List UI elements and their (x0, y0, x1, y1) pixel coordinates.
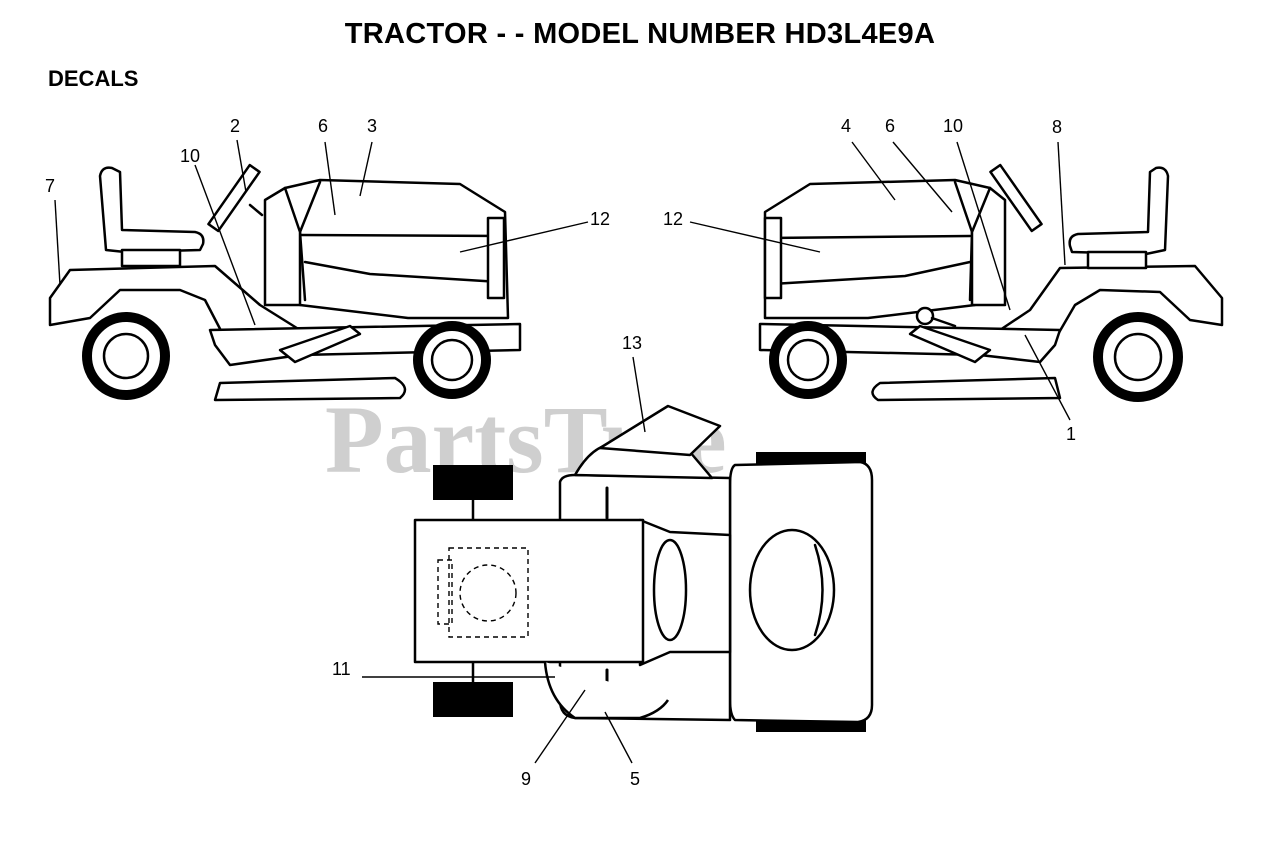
callout-4: 4 (841, 116, 851, 136)
seat-base (120, 248, 182, 268)
callout-9: 9 (521, 769, 531, 789)
callout-6: 6 (318, 116, 328, 136)
callout-10-right: 10 (943, 116, 963, 136)
callout-13: 13 (622, 333, 642, 353)
grille-oval-inner (813, 543, 824, 637)
rear-tire-top (433, 465, 513, 500)
front-tire-top (756, 452, 866, 464)
grille-oval (748, 528, 836, 652)
mower-deck (213, 376, 407, 402)
foot-pedal-right (908, 324, 992, 364)
diagram-title: TRACTOR - - MODEL NUMBER HD3L4E9A (344, 18, 936, 50)
hood-right (763, 178, 992, 320)
callout-12-right: 12 (663, 209, 683, 229)
seat-base-right (1086, 250, 1148, 270)
hood-panel-line (298, 233, 507, 238)
callout-6-right: 6 (885, 116, 895, 136)
steering-wheel (207, 163, 261, 233)
callout-10: 10 (180, 146, 200, 166)
seat-outline-dashed-2 (437, 559, 453, 625)
seat-circle-dashed (459, 564, 517, 622)
front-wheel-right-inner (786, 338, 830, 382)
callout-5: 5 (630, 769, 640, 789)
rear-wheel-inner (102, 332, 150, 380)
lever-knob (915, 306, 935, 326)
console-oval (652, 538, 688, 642)
callout-7: 7 (45, 176, 55, 196)
headlight-panel-right (763, 216, 783, 300)
seat-outline-dashed (448, 547, 529, 638)
callout-11: 11 (332, 659, 351, 679)
hood-panel-line-right (766, 234, 972, 240)
tractor-right-side-view (689, 141, 1224, 421)
headlight-panel (486, 216, 506, 300)
right-leader-lines (689, 141, 1071, 421)
callout-1: 1 (1066, 424, 1076, 444)
foot-pedal (278, 324, 362, 364)
callout-3: 3 (367, 116, 377, 136)
front-tire-bottom (756, 720, 866, 732)
tractor-top-view (362, 356, 874, 764)
seat-right (1068, 166, 1170, 256)
hood (283, 178, 510, 320)
section-heading: DECALS (48, 66, 139, 91)
steering-column (248, 203, 264, 217)
fender-top (413, 518, 645, 664)
callout-12: 12 (590, 209, 610, 229)
hood-lower-line (303, 260, 502, 284)
rear-wheel-right-inner (1113, 332, 1163, 382)
callout-labels: 2 6 3 10 7 12 4 6 10 8 12 1 13 11 9 5 (45, 116, 1076, 789)
front-wheel-inner (430, 338, 474, 382)
callout-2: 2 (230, 116, 240, 136)
tractor-left-side-view (48, 139, 589, 402)
hood-lower-line-right (770, 260, 972, 286)
top-leader-lines (362, 356, 646, 764)
dash (263, 186, 302, 307)
lever (930, 316, 957, 328)
steering-wheel-right (989, 163, 1043, 233)
rear-tire-bottom (433, 682, 513, 717)
callout-8: 8 (1052, 117, 1062, 137)
mower-deck-right (871, 376, 1062, 402)
seat (98, 166, 205, 254)
left-leader-lines (54, 139, 589, 326)
